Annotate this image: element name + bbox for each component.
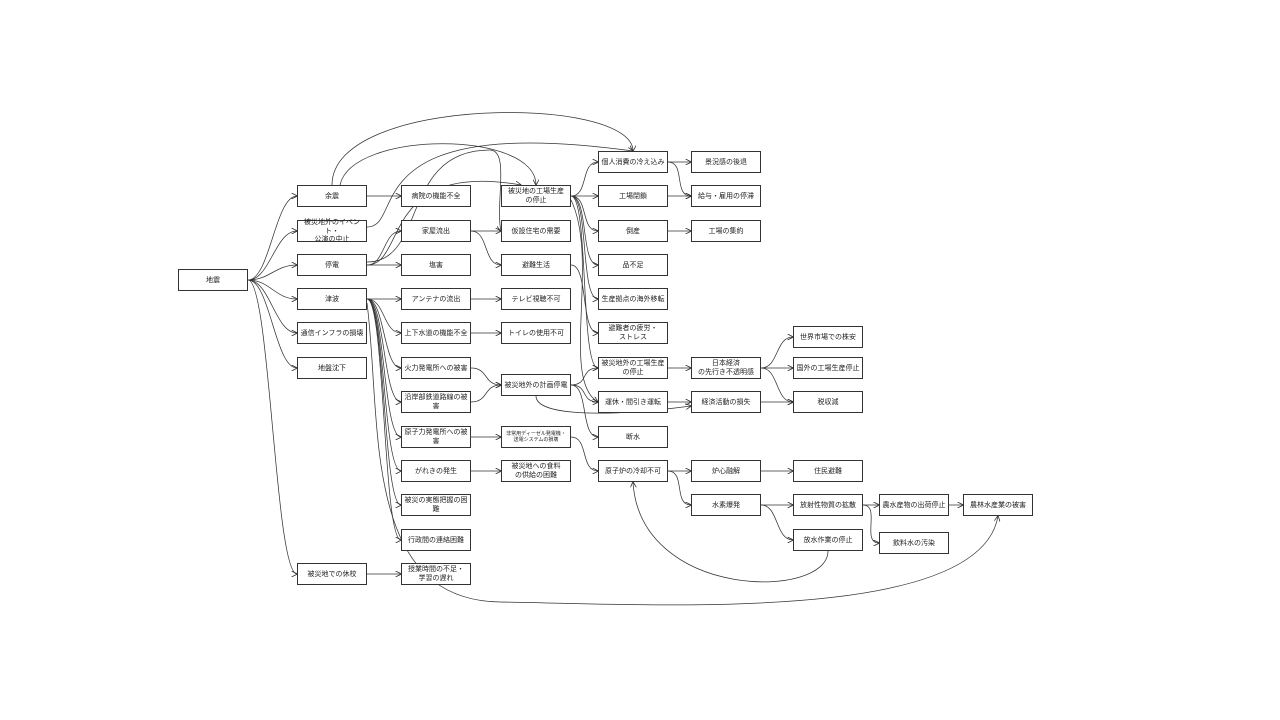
- node-hoshasei[interactable]: 放射性物質の拡散: [793, 494, 863, 516]
- edge-koujou1-tosan: [570, 195, 598, 231]
- node-keiki[interactable]: 景況感の後退: [691, 151, 761, 173]
- node-hinan[interactable]: 避難生活: [501, 254, 571, 276]
- edge-keikaku-koujou2: [570, 368, 598, 386]
- edge-tsunami-jittai: [366, 298, 401, 505]
- node-kaigai[interactable]: 生産拠点の海外移転: [598, 288, 668, 310]
- node-nousuisan[interactable]: 農水産物の出荷停止: [879, 494, 949, 516]
- node-kaoku[interactable]: 家屋流出: [401, 220, 471, 242]
- edge-jishin-tsunami: [247, 279, 297, 299]
- edge-koujou1-unkyu: [570, 199, 598, 402]
- edge-koujou1-kaigai: [570, 195, 598, 299]
- edges: [247, 112, 998, 606]
- node-tsunami[interactable]: 津波: [297, 288, 367, 310]
- edge-hoshasei-inryo: [862, 504, 879, 543]
- node-norin[interactable]: 農林水産業の被害: [963, 494, 1033, 516]
- edge-jishin-event: [247, 231, 297, 281]
- edge-tsunami-suido: [366, 298, 401, 333]
- edge-tsunami-gareki: [366, 298, 401, 471]
- node-kojin[interactable]: 個人消費の冷え込み: [598, 151, 668, 173]
- edge-event-kojin: [366, 142, 633, 228]
- node-heisa[interactable]: 工場閉鎖: [598, 185, 668, 207]
- edge-keikaku-dansui: [570, 384, 598, 437]
- node-antena[interactable]: アンテナの流出: [401, 288, 471, 310]
- node-hosui[interactable]: 放水作業の停止: [793, 529, 863, 551]
- node-karyoku[interactable]: 火力発電所への被害: [401, 357, 471, 379]
- edge-tsunami-gyosei: [366, 298, 401, 540]
- node-kyuko[interactable]: 被災地での休校: [297, 563, 367, 585]
- edge-tetsudo-keikaku: [470, 385, 501, 403]
- edge-koujou1-koujou2: [570, 195, 598, 368]
- node-tv[interactable]: テレビ視聴不可: [501, 288, 571, 310]
- node-shinabusoku[interactable]: 品不足: [598, 254, 668, 276]
- edge-nihon-sekai: [760, 337, 793, 369]
- node-koujou2[interactable]: 被災地外の工場生産 の停止: [598, 357, 668, 379]
- node-tosan[interactable]: 倒産: [598, 220, 668, 242]
- edge-kaoku-hinan: [470, 230, 501, 265]
- node-suiso[interactable]: 水素爆発: [691, 494, 761, 516]
- node-dansui[interactable]: 断水: [598, 426, 668, 448]
- node-tetsudo[interactable]: 沿岸部鉄道路線の被害: [401, 391, 471, 413]
- node-toilet[interactable]: トイレの使用不可: [501, 322, 571, 344]
- edge-teiden-kasetsu: [366, 149, 501, 263]
- node-event[interactable]: 被災地外のイベント・ 公演の中止: [297, 218, 367, 243]
- node-shuyaku[interactable]: 工場の集約: [691, 220, 761, 242]
- node-kokugai[interactable]: 国外の工場生産停止: [793, 357, 863, 379]
- node-reikyaku[interactable]: 原子炉の冷却不可: [598, 460, 668, 482]
- edge-diesel-reikyaku: [570, 436, 598, 471]
- edge-jishin-tsushin: [247, 279, 297, 333]
- node-yoshin[interactable]: 余震: [297, 185, 367, 207]
- node-byoin[interactable]: 病院の機能不全: [401, 185, 471, 207]
- node-diesel[interactable]: 非常用ディーゼル発電機・ 送電システムの損壊: [501, 426, 571, 448]
- edge-jishin-teiden: [247, 265, 297, 281]
- node-engai[interactable]: 塩害: [401, 254, 471, 276]
- edge-suiso-hosui: [760, 504, 793, 540]
- node-unkyu[interactable]: 運休・間引き運転: [598, 391, 668, 413]
- edge-jishin-yoshin: [247, 196, 297, 281]
- node-nihon[interactable]: 日本経済 の先行き不透明感: [691, 357, 761, 379]
- node-jiban[interactable]: 地盤沈下: [297, 357, 367, 379]
- node-sekai[interactable]: 世界市場での株安: [793, 326, 863, 348]
- node-gyosei[interactable]: 行政間の連絡困難: [401, 529, 471, 551]
- edge-tsunami-karyoku: [366, 298, 401, 368]
- node-gareki[interactable]: がれきの発生: [401, 460, 471, 482]
- node-jishin[interactable]: 地震: [178, 269, 248, 291]
- edge-jishin-kyuko: [247, 279, 297, 574]
- node-kasetsu[interactable]: 仮設住宅の需要: [501, 220, 571, 242]
- node-hirou[interactable]: 避難者の疲労・ ストレス: [598, 322, 668, 344]
- node-kyuyo[interactable]: 給与・雇用の停滞: [691, 185, 761, 207]
- node-keizai[interactable]: 経済活動の損失: [691, 391, 761, 413]
- edge-yoshin-kojin: [331, 112, 633, 186]
- node-keikaku[interactable]: 被災地外の計画停電: [501, 374, 571, 396]
- node-zeishu[interactable]: 税収減: [793, 391, 863, 413]
- edge-koujou1-kojin: [570, 162, 598, 197]
- node-koujou1[interactable]: 被災地の工場生産 の停止: [501, 185, 571, 207]
- node-inryo[interactable]: 飲料水の汚染: [879, 532, 949, 554]
- node-suido[interactable]: 上下水道の機能不全: [401, 322, 471, 344]
- node-jugyo[interactable]: 授業時間の不足・ 学習の遅れ: [401, 563, 471, 585]
- node-teiden[interactable]: 停電: [297, 254, 367, 276]
- edge-hinan-hirou: [570, 264, 598, 333]
- node-genshi[interactable]: 原子力発電所への被害: [401, 426, 471, 448]
- edge-koujou1-shinabusoku: [570, 195, 598, 265]
- edge-jishin-jiban: [247, 279, 297, 368]
- node-shokuryo[interactable]: 被災地への食料 の供給の困難: [501, 460, 571, 482]
- edge-tsunami-tetsudo: [366, 298, 401, 402]
- node-tsushin[interactable]: 通信インフラの損壊: [297, 322, 367, 344]
- node-jittai[interactable]: 被災の実態把握の困難: [401, 494, 471, 516]
- node-jumin[interactable]: 住民避難: [793, 460, 863, 482]
- edge-tsunami-norin: [366, 302, 998, 606]
- edge-reikyaku-suiso: [667, 470, 691, 505]
- node-roshin[interactable]: 炉心融解: [691, 460, 761, 482]
- edge-tsunami-genshi: [366, 298, 401, 437]
